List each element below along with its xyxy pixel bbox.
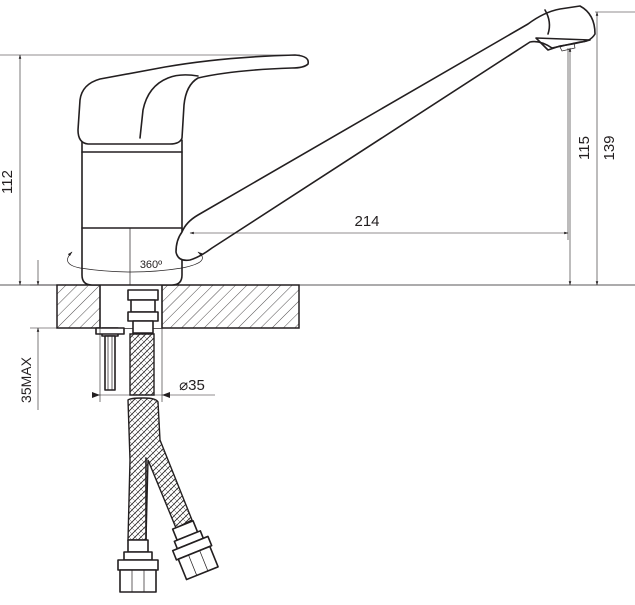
dim-diameter-label: ⌀35 [179, 377, 205, 394]
lever-handle[interactable] [77, 54, 310, 145]
dim-139-label: 139 [601, 135, 618, 160]
dim-115-label: 115 [576, 136, 593, 160]
swivel-indicator: 360º [67, 251, 203, 273]
underside-fittings [95, 289, 159, 391]
flexible-hoses [117, 333, 219, 593]
countertop-section [56, 284, 300, 329]
dim-214-label: 214 [354, 213, 379, 230]
hose-nut-right [177, 545, 219, 581]
dimension-lines: 112 115 139 214 35MAX ⌀35 [0, 11, 635, 410]
washer [95, 327, 125, 335]
hose-lower [127, 397, 193, 541]
faucet-body [81, 139, 183, 286]
spout [175, 5, 596, 262]
hose-upper [129, 333, 155, 396]
dim-112-label: 112 [0, 170, 16, 194]
threaded-stud [104, 335, 116, 391]
aerator [559, 42, 576, 52]
countertop [0, 284, 635, 329]
hose-nut-left [119, 569, 157, 593]
dim-35max-label: 35MAX [18, 356, 34, 403]
handle-shape [77, 54, 310, 145]
swivel-label: 360º [140, 259, 162, 271]
spout-tube [175, 5, 596, 262]
body-cylinder [81, 139, 183, 286]
